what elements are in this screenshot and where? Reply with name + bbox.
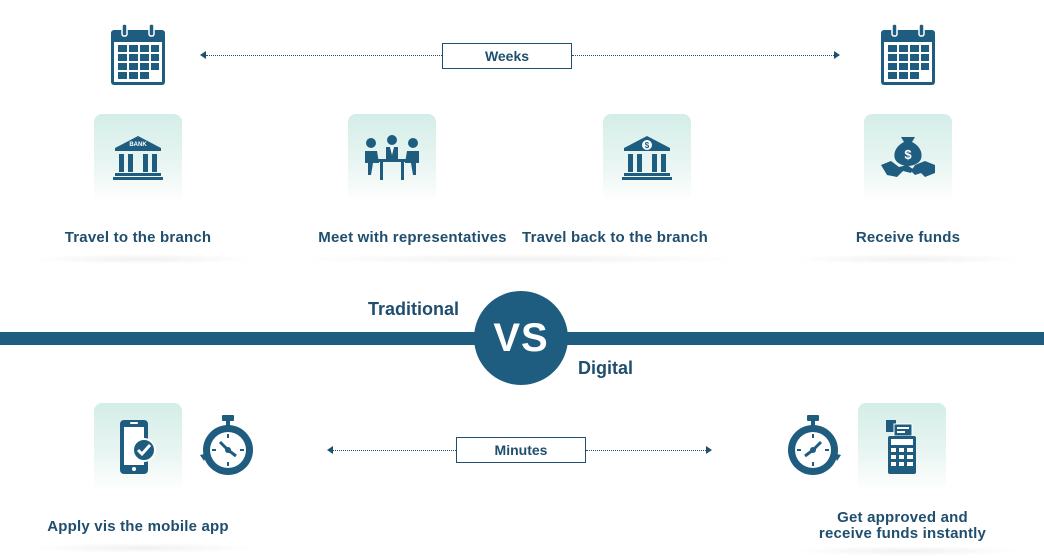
- stopwatch-icon-left: [200, 415, 253, 475]
- get-approved-shadow: [790, 546, 1026, 556]
- minutes-dotted-line-left: [333, 450, 456, 451]
- minutes-arrow-left: [327, 446, 333, 454]
- get-approved-label-line1: Get approved and: [837, 509, 968, 526]
- bank-sign-text: BANK: [129, 142, 147, 148]
- travel-back-label: Travel back to the branch: [522, 229, 708, 246]
- meet-representatives-card: [348, 114, 436, 202]
- svg-text:$: $: [645, 141, 650, 150]
- calendar-icon-start: [111, 24, 165, 85]
- weeks-duration-box: Weeks: [442, 43, 572, 69]
- receive-funds-shadow: [790, 254, 1026, 264]
- calculator-money-icon: [886, 420, 916, 474]
- traditional-label: Traditional: [368, 299, 460, 319]
- weeks-arrow-right: [834, 51, 840, 59]
- minutes-label: Minutes: [494, 442, 548, 458]
- minutes-dotted-line-right: [586, 450, 706, 451]
- middle-steps-shadow: [290, 254, 750, 264]
- handshake-money-icon: $: [881, 137, 935, 177]
- get-approved-label-line2: receive funds instantly: [818, 525, 987, 542]
- calendar-icon-end: [881, 24, 935, 85]
- mobile-check-icon: [120, 420, 156, 474]
- receive-funds-card: $: [864, 114, 952, 202]
- apply-mobile-shadow: [28, 543, 258, 553]
- apply-mobile-card: [94, 403, 182, 491]
- apply-mobile-label: Apply vis the mobile app: [47, 518, 229, 535]
- digital-label: Digital: [578, 358, 634, 378]
- travel-branch-shadow: [28, 254, 258, 264]
- get-approved-label: Get approved and receive funds instantly: [800, 510, 1005, 542]
- travel-back-card: $: [603, 114, 691, 202]
- vs-badge: VS: [474, 291, 568, 385]
- weeks-dotted-line-left: [206, 55, 442, 56]
- weeks-arrow-left: [200, 51, 206, 59]
- meeting-icon: [365, 135, 419, 180]
- bank-dollar-icon: $: [622, 136, 672, 180]
- vs-text: VS: [493, 315, 549, 360]
- receive-funds-label: Receive funds: [855, 229, 961, 246]
- meet-representatives-label: Meet with representatives: [318, 229, 507, 246]
- travel-branch-label: Travel to the branch: [64, 229, 212, 246]
- travel-branch-card: BANK: [94, 114, 182, 202]
- minutes-duration-box: Minutes: [456, 437, 586, 463]
- stopwatch-icon-right: [788, 415, 841, 475]
- weeks-label: Weeks: [484, 48, 530, 64]
- weeks-dotted-line-right: [572, 55, 834, 56]
- get-approved-card: [858, 403, 946, 491]
- svg-text:$: $: [904, 147, 912, 162]
- minutes-arrow-right: [706, 446, 712, 454]
- bank-icon: BANK: [113, 136, 163, 180]
